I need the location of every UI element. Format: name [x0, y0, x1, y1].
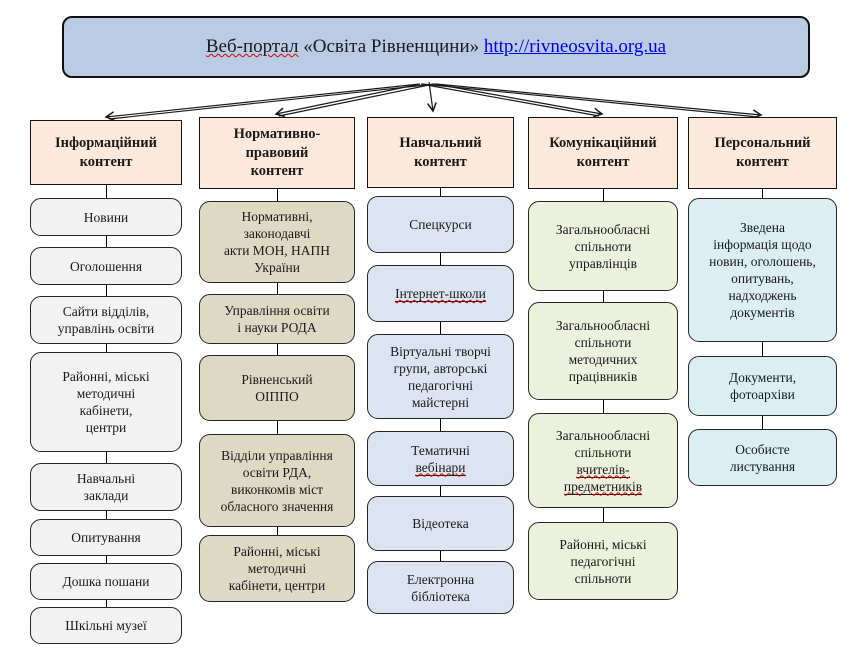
diagram-node: Особисте листування: [688, 429, 837, 486]
connector-stub: [276, 283, 278, 294]
column-communication: Комунікаційний контент Загальнообласні с…: [528, 117, 678, 600]
portal-title: Веб-портал «Освіта Рівненщини» http://ri…: [206, 36, 666, 58]
diagram-node: Оголошення: [30, 247, 182, 285]
connector-stub: [105, 185, 107, 198]
diagram-node: Загальнообласні спільноти вчителів- пред…: [528, 413, 678, 508]
column-normative: Нормативно- правовий контент Нормативні,…: [199, 117, 355, 602]
diagram-node: Нормативні, законодавчі акти МОН, НАПН У…: [199, 201, 355, 283]
diagram-node: Районні, міські методичні кабінети, цент…: [199, 535, 355, 602]
column-header: Навчальний контент: [367, 117, 514, 188]
diagram-node: Загальнообласні спільноти управлінців: [528, 201, 678, 291]
connector-stub: [440, 486, 441, 496]
diagram-node: Інтернет-школи: [367, 265, 514, 322]
diagram-node: Навчальні заклади: [30, 463, 182, 511]
diagram-node: Відеотека: [367, 496, 514, 551]
column-personal: Персональний контент Зведена інформація …: [688, 117, 837, 486]
column-header: Інформаційний контент: [30, 120, 182, 185]
portal-title-rest: «Освіта Рівненщини»: [298, 36, 484, 57]
diagram-node: Тематичні вебінари: [367, 431, 514, 486]
column-header: Комунікаційний контент: [528, 117, 678, 189]
portal-title-box: Веб-портал «Освіта Рівненщини» http://ri…: [62, 16, 810, 78]
portal-title-name: Веб-портал: [205, 36, 299, 57]
diagram-node: Електронна бібліотека: [367, 561, 514, 614]
diagram-node: Районні, міські методичні кабінети, цент…: [30, 352, 182, 452]
column-header: Персональний контент: [688, 117, 837, 189]
connector-stub: [276, 189, 278, 201]
connector-stub: [602, 291, 604, 302]
column-informational: Інформаційний контент Новини Оголошення …: [30, 120, 182, 644]
connector-stub: [762, 342, 763, 356]
connector-stub: [762, 416, 763, 429]
diagram-node: Сайти відділів, управлінь освіти: [30, 296, 182, 344]
connector-stub: [105, 285, 107, 296]
connector-stub: [440, 551, 441, 561]
connector-stub: [105, 452, 107, 463]
diagram-node: Загальнообласні спільноти методичних пра…: [528, 302, 678, 400]
diagram-node: Дошка пошани: [30, 563, 182, 600]
diagram-node: Управління освіти і науки РОДА: [199, 294, 355, 344]
diagram-node: Новини: [30, 198, 182, 236]
connector-stub: [105, 600, 107, 607]
connector-stub: [440, 322, 441, 334]
connector-stub: [602, 189, 604, 201]
connector-stub: [105, 344, 107, 352]
diagram-node: Районні, міські педагогічні спільноти: [528, 522, 678, 600]
connector-stub: [276, 527, 278, 535]
diagram-node: Документи, фотоархіви: [688, 356, 837, 416]
column-header: Нормативно- правовий контент: [199, 117, 355, 189]
diagram-node: Спецкурси: [367, 196, 514, 253]
diagram-node: Опитування: [30, 519, 182, 556]
connector-stub: [105, 236, 107, 247]
connector-stub: [440, 419, 441, 431]
diagram-node: Віртуальні творчі групи, авторські педаг…: [367, 334, 514, 419]
connector-stub: [276, 421, 278, 434]
connector-stub: [602, 400, 604, 413]
connector-stub: [440, 188, 441, 196]
column-educational: Навчальний контент Спецкурси Інтернет-шк…: [367, 117, 514, 614]
connector-stub: [276, 344, 278, 355]
diagram-node: Зведена інформація щодо новин, оголошень…: [688, 198, 837, 342]
connector-stub: [105, 511, 107, 519]
diagram-node: Шкільні музеї: [30, 607, 182, 644]
diagram-node: Відділи управління освіти РДА, виконкомі…: [199, 434, 355, 527]
connector-stub: [602, 508, 604, 522]
connector-stub: [762, 189, 763, 198]
connector-stub: [105, 556, 107, 563]
portal-link[interactable]: http://rivneosvita.org.ua: [483, 36, 667, 57]
connector-stub: [440, 253, 441, 265]
diagram-node: Рівненський ОІППО: [199, 355, 355, 421]
